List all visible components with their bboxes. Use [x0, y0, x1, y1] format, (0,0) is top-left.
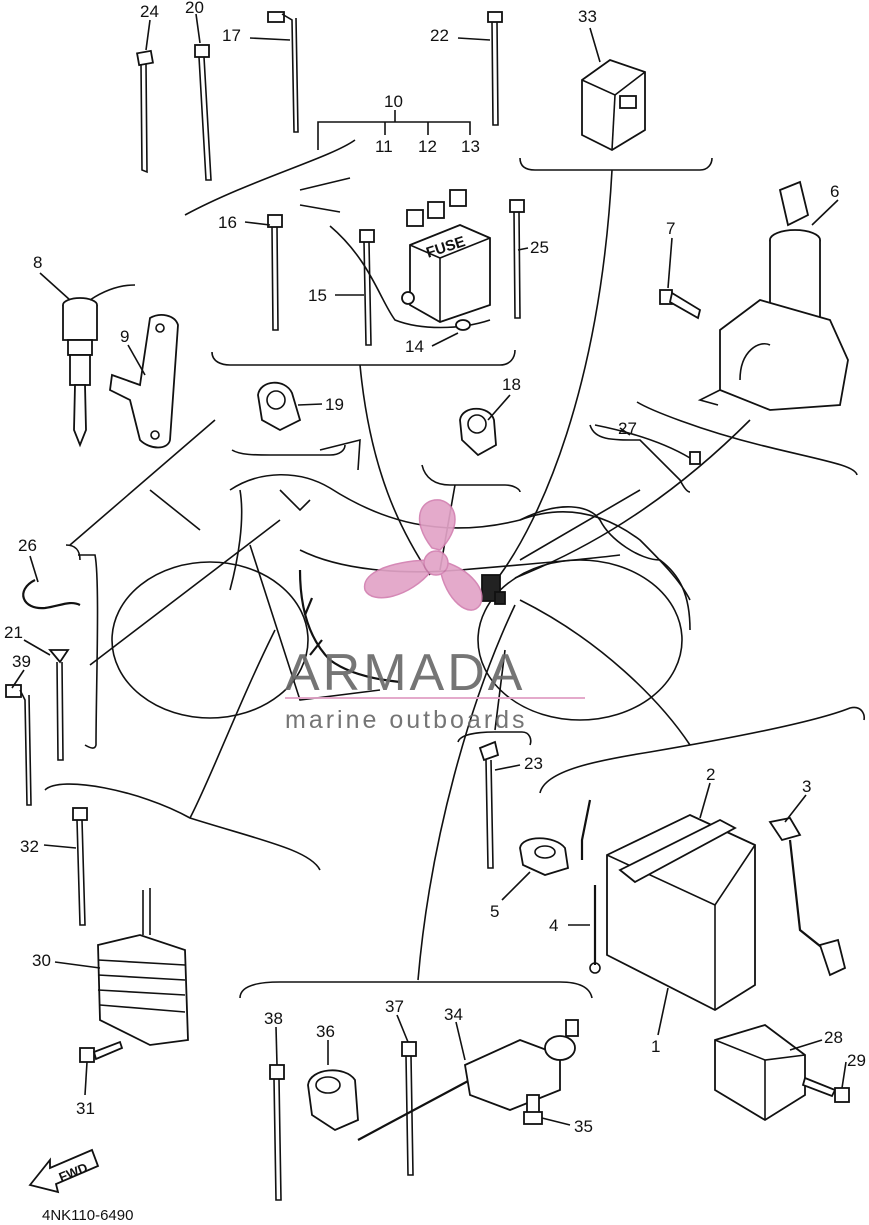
cable-tie-32	[72, 807, 88, 926]
callout-5: 5	[490, 902, 499, 921]
drawing-code: 4NK110-6490	[42, 1207, 133, 1224]
motorcycle-outline	[111, 438, 691, 721]
clamp-36	[307, 1069, 359, 1132]
callout-11: 11	[375, 137, 393, 156]
callout-labels: 24 20 17 22 33 10 11 12 13 6 7 8 9 16 15…	[4, 0, 866, 1136]
switch-8	[62, 284, 136, 448]
callout-37: 37	[385, 997, 404, 1016]
clamp-18	[459, 407, 497, 457]
regulator-30	[97, 888, 189, 1046]
relay-28	[714, 1024, 806, 1122]
cable-4	[580, 799, 601, 974]
callout-6: 6	[830, 182, 839, 201]
callout-36: 36	[316, 1022, 335, 1041]
callout-10: 10	[384, 92, 403, 111]
callout-31: 31	[76, 1099, 95, 1118]
callout-15: 15	[308, 286, 327, 305]
bracket-9	[109, 314, 179, 449]
brand-name: ARMADA	[285, 644, 525, 702]
callout-3: 3	[802, 777, 811, 796]
callout-32: 32	[20, 837, 39, 856]
callout-1: 1	[651, 1037, 660, 1056]
callout-9: 9	[120, 327, 129, 346]
bolt-7	[659, 289, 702, 320]
callout-leaders	[11, 13, 847, 1126]
callout-20: 20	[185, 0, 204, 17]
sensor-34	[357, 1019, 579, 1141]
clamp-19	[257, 381, 302, 432]
callout-22: 22	[430, 26, 449, 45]
fwd-arrow: FWD	[28, 1148, 100, 1194]
cable-tie-37	[401, 1041, 417, 1176]
cable-tie-38	[269, 1064, 285, 1201]
callout-23: 23	[524, 754, 543, 773]
cable-3	[768, 816, 847, 977]
bolt-29	[801, 1076, 850, 1103]
armada-watermark: ARMADA marine outboards	[285, 499, 585, 734]
callout-28: 28	[824, 1028, 843, 1047]
callout-16: 16	[218, 213, 237, 232]
callout-30: 30	[32, 951, 51, 970]
group-brackets	[44, 157, 865, 999]
cable-tie-23	[478, 740, 500, 869]
callout-17: 17	[222, 26, 241, 45]
callout-18: 18	[502, 375, 521, 394]
clip-26	[22, 579, 81, 610]
brand-tagline: marine outboards	[285, 706, 528, 734]
relay-33	[581, 58, 646, 152]
callout-38: 38	[264, 1009, 283, 1028]
callout-13: 13	[461, 137, 480, 156]
callout-25: 25	[530, 238, 549, 257]
callout-14: 14	[405, 337, 424, 356]
cable-tie-21	[48, 649, 70, 761]
cable-tie-27	[594, 424, 701, 465]
cable-tie-22	[487, 11, 503, 126]
clamp-5	[519, 837, 570, 876]
ignition-switch-6	[697, 180, 849, 411]
callout-2: 2	[706, 765, 715, 784]
callout-26: 26	[18, 536, 37, 555]
callout-8: 8	[33, 253, 42, 272]
callout-35: 35	[574, 1117, 593, 1136]
bolt-31	[79, 1040, 124, 1063]
callout-24: 24	[140, 2, 159, 21]
cable-tie-20	[194, 44, 212, 181]
callout-7: 7	[666, 219, 675, 238]
battery-band-2	[618, 818, 737, 884]
callout-34: 34	[444, 1005, 463, 1024]
cable-tie-17	[267, 11, 299, 133]
callout-21: 21	[4, 623, 23, 642]
callout-19: 19	[325, 395, 344, 414]
cable-tie-24	[136, 49, 154, 174]
cable-tie-39	[5, 684, 32, 806]
armada-propeller-logo	[364, 499, 483, 611]
callout-39: 39	[12, 652, 31, 671]
callout-4: 4	[549, 916, 558, 935]
bolt-35	[523, 1094, 543, 1125]
callout-12: 12	[418, 137, 437, 156]
fuse-box-group: FUSE	[184, 110, 525, 346]
callout-33: 33	[578, 7, 597, 26]
callout-29: 29	[847, 1051, 866, 1070]
callout-27: 27	[618, 419, 637, 438]
